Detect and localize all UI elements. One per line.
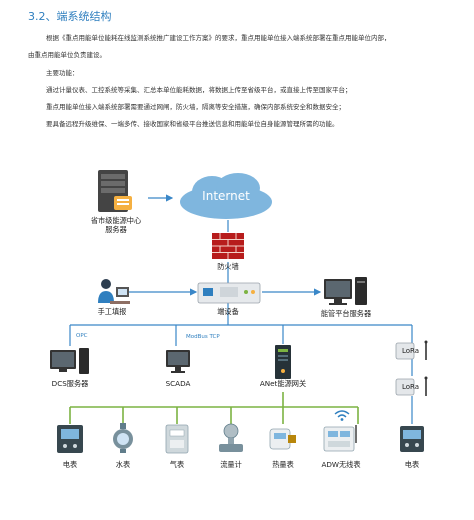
heat-meter-label: 热量表 [272, 460, 294, 469]
section-title: 3.2、端系统结构 [28, 10, 112, 23]
gas-meter-label: 气表 [169, 460, 185, 469]
lora-module-icon [395, 376, 428, 396]
lora-module-icon [395, 340, 428, 360]
firewall-label: 防火墙 [217, 262, 239, 271]
main-functions-label: 主要功能： [46, 69, 79, 77]
dcs-workstation-icon [50, 348, 89, 374]
intro-line-1: 根据《重点用能单位能耗在线监测系统推广建设工作方案》的要求，重点用能单位接入端系… [46, 34, 391, 42]
anet-gateway-label: ANet能源网关 [259, 379, 307, 388]
intro-line-2: 由重点用能单位负责建设。 [28, 51, 106, 59]
flow-meter-icon [219, 423, 243, 452]
protocol-modbus-label: ModBus TCP [186, 334, 220, 340]
protocol-opc-label: OPC [76, 333, 88, 339]
edge-device-icon [197, 282, 261, 304]
gateway-icon [275, 345, 291, 379]
lora-badge: LoRa [402, 347, 420, 355]
person-at-computer-icon [98, 279, 130, 304]
electric-meter-icon [400, 426, 424, 452]
server-tower-icon [98, 170, 132, 212]
edge-device-label: 端设备 [217, 307, 239, 316]
electric-meter-label: 电表 [62, 460, 78, 469]
internet-label: Internet [202, 189, 250, 203]
adw-wireless-meter-icon [323, 425, 357, 452]
firewall-icon [212, 233, 244, 259]
workstation-icon [324, 277, 367, 305]
heat-meter-icon [269, 428, 296, 450]
function-item-1: 通过计量仪表、工控系统等采集、汇总本单位能耗数据，将数据上传至省级平台，或直接上… [46, 86, 352, 94]
scada-label: SCADA [165, 379, 191, 388]
function-item-2: 重点用能单位接入端系统部署需要通过网闸，防火墙，隔离等安全措施，确保内部系统安全… [46, 103, 345, 111]
wifi-icon [334, 410, 350, 421]
dcs-server-label: DCS服务器 [51, 379, 89, 388]
electric-meter-2-label: 电表 [404, 460, 420, 469]
scada-monitor-icon [166, 350, 190, 373]
electric-meter-icon [57, 425, 83, 453]
provincial-server-label: 省市级能源中心 服务器 [90, 216, 142, 234]
internet-cloud-icon [180, 173, 272, 219]
gas-meter-icon [165, 424, 189, 454]
adw-wireless-meter-label: ADW无线表 [321, 460, 361, 469]
manual-entry-label: 手工填报 [97, 307, 127, 316]
water-meter-label: 水表 [115, 460, 131, 469]
function-item-3: 要具备远程升级维保、一端多传、接收国家和省级平台推送信息和用能单位自身能源管理所… [46, 120, 339, 128]
flow-meter-label: 流量计 [220, 460, 242, 469]
platform-server-label: 能管平台服务器 [320, 309, 372, 318]
water-meter-icon [113, 423, 133, 453]
lora-badge: LoRa [402, 383, 420, 391]
